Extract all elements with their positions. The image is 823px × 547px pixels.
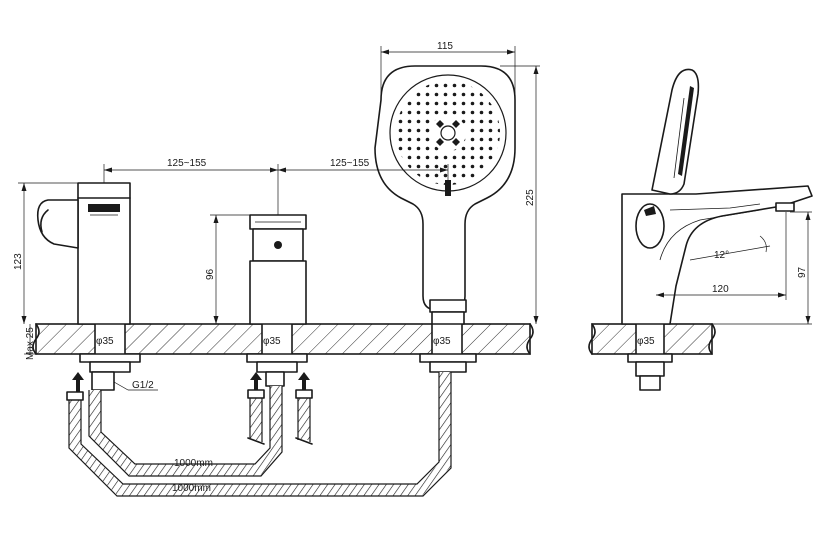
dim-side-height: 97 xyxy=(797,266,808,278)
dim-width-handshower: 115 xyxy=(437,41,453,52)
dim-hole-1: φ35 xyxy=(96,336,114,347)
dim-spacing-right: 125~155 xyxy=(330,158,370,169)
spout-body xyxy=(36,182,131,325)
dim-hose-short: 1000mm xyxy=(174,458,213,469)
dim-thread: G1/2 xyxy=(132,380,154,391)
dim-max-deck: Max 25 xyxy=(25,327,36,360)
flexible-hoses xyxy=(66,372,452,497)
dim-hole-3: φ35 xyxy=(433,336,451,347)
dim-hole-2: φ35 xyxy=(263,336,281,347)
dim-height-valve: 96 xyxy=(205,268,216,280)
hand-shower xyxy=(374,65,516,325)
dimension-lines xyxy=(18,46,540,391)
dim-height-handshower: 225 xyxy=(525,189,536,206)
dim-spacing-left: 125~155 xyxy=(167,158,207,169)
dim-hose-long: 1000mm xyxy=(172,483,211,494)
dim-spout-reach: 120 xyxy=(712,284,729,295)
dim-hole-side: φ35 xyxy=(637,336,655,347)
dim-angle: 12° xyxy=(714,250,729,261)
side-view xyxy=(588,68,813,391)
dim-height-spout: 123 xyxy=(13,253,24,270)
countertop xyxy=(32,322,534,356)
under-deck-fittings xyxy=(72,353,477,392)
dimension-labels: 115 125~155 125~155 225 123 96 Max 25 φ3… xyxy=(13,41,808,494)
mixing-valve xyxy=(249,214,307,325)
